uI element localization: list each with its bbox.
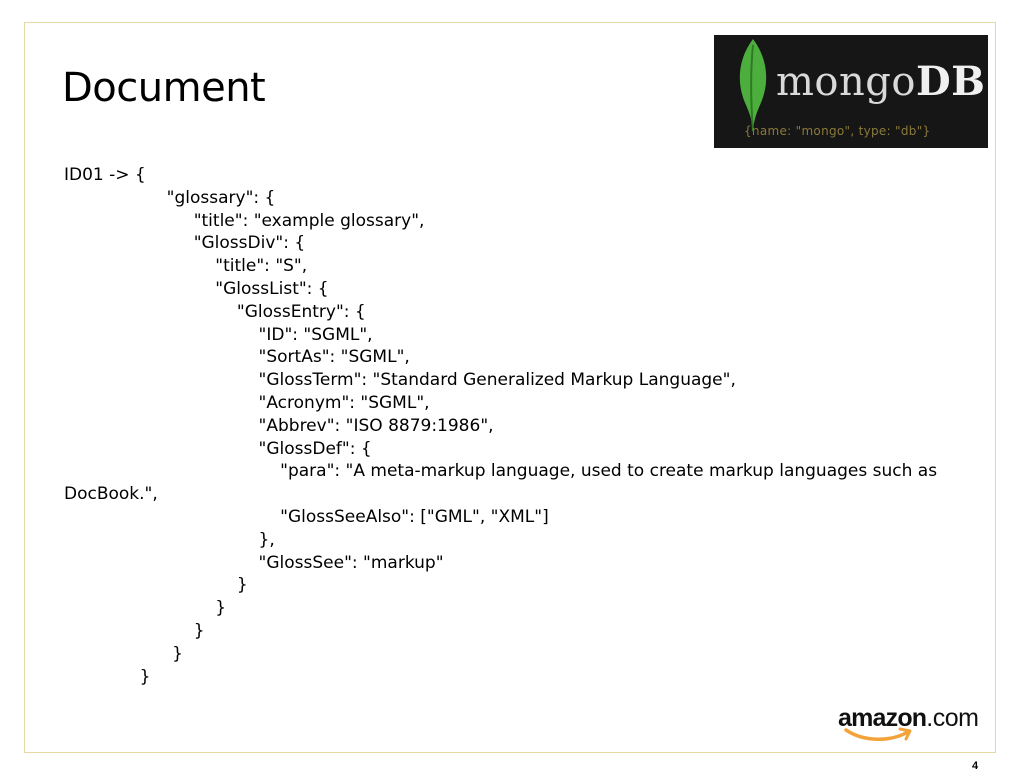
amazon-logo: amazon.com [838,702,990,746]
mongodb-logo: mongoDB {name: "mongo", type: "db"} [714,35,988,148]
code-line: } [64,643,183,664]
amazon-wordmark: amazon.com [838,702,979,734]
code-line: DocBook.", [64,484,158,505]
mongo-word-prefix: mongo [776,59,916,105]
code-line: } [64,575,248,596]
code-line: "title": "S", [64,256,308,277]
code-line: } [64,666,151,687]
leaf-icon [739,39,767,132]
code-line: "GlossTerm": "Standard Generalized Marku… [64,370,736,391]
code-line: "glossary": { [64,187,276,208]
code-line: "title": "example glossary", [64,210,425,231]
amazon-word: amazon [838,704,927,732]
code-line: } [64,620,205,641]
code-line: "GlossDef": { [64,438,372,459]
code-line: "GlossSeeAlso": ["GML", "XML"] [64,506,549,527]
code-line: "GlossList": { [64,278,329,299]
slide-frame [24,22,996,753]
amazon-suffix: .com [926,704,979,732]
page-number: 4 [972,760,979,772]
code-line: "ID": "SGML", [64,324,373,345]
slide-title: Document [62,65,266,111]
code-line: "SortAs": "SGML", [64,347,410,368]
code-line: "Abbrev": "ISO 8879:1986", [64,415,494,436]
code-line: } [64,598,227,619]
code-line: "Acronym": "SGML", [64,392,430,413]
code-line: "GlossSee": "markup" [64,552,444,573]
code-line: ID01 -> { [64,165,146,185]
mongodb-wordmark: mongoDB [776,57,985,107]
document-code-block: ID01 -> { "glossary": { "title": "exampl… [64,164,944,688]
mongodb-tagline: {name: "mongo", type: "db"} [744,124,931,138]
smile-arrow-icon [844,727,912,741]
code-line: "para": "A meta-markup language, used to… [64,461,938,482]
code-line: "GlossEntry": { [64,301,366,322]
code-line: "GlossDiv": { [64,233,306,254]
mongo-word-suffix: DB [915,58,986,105]
code-line: }, [64,529,275,550]
